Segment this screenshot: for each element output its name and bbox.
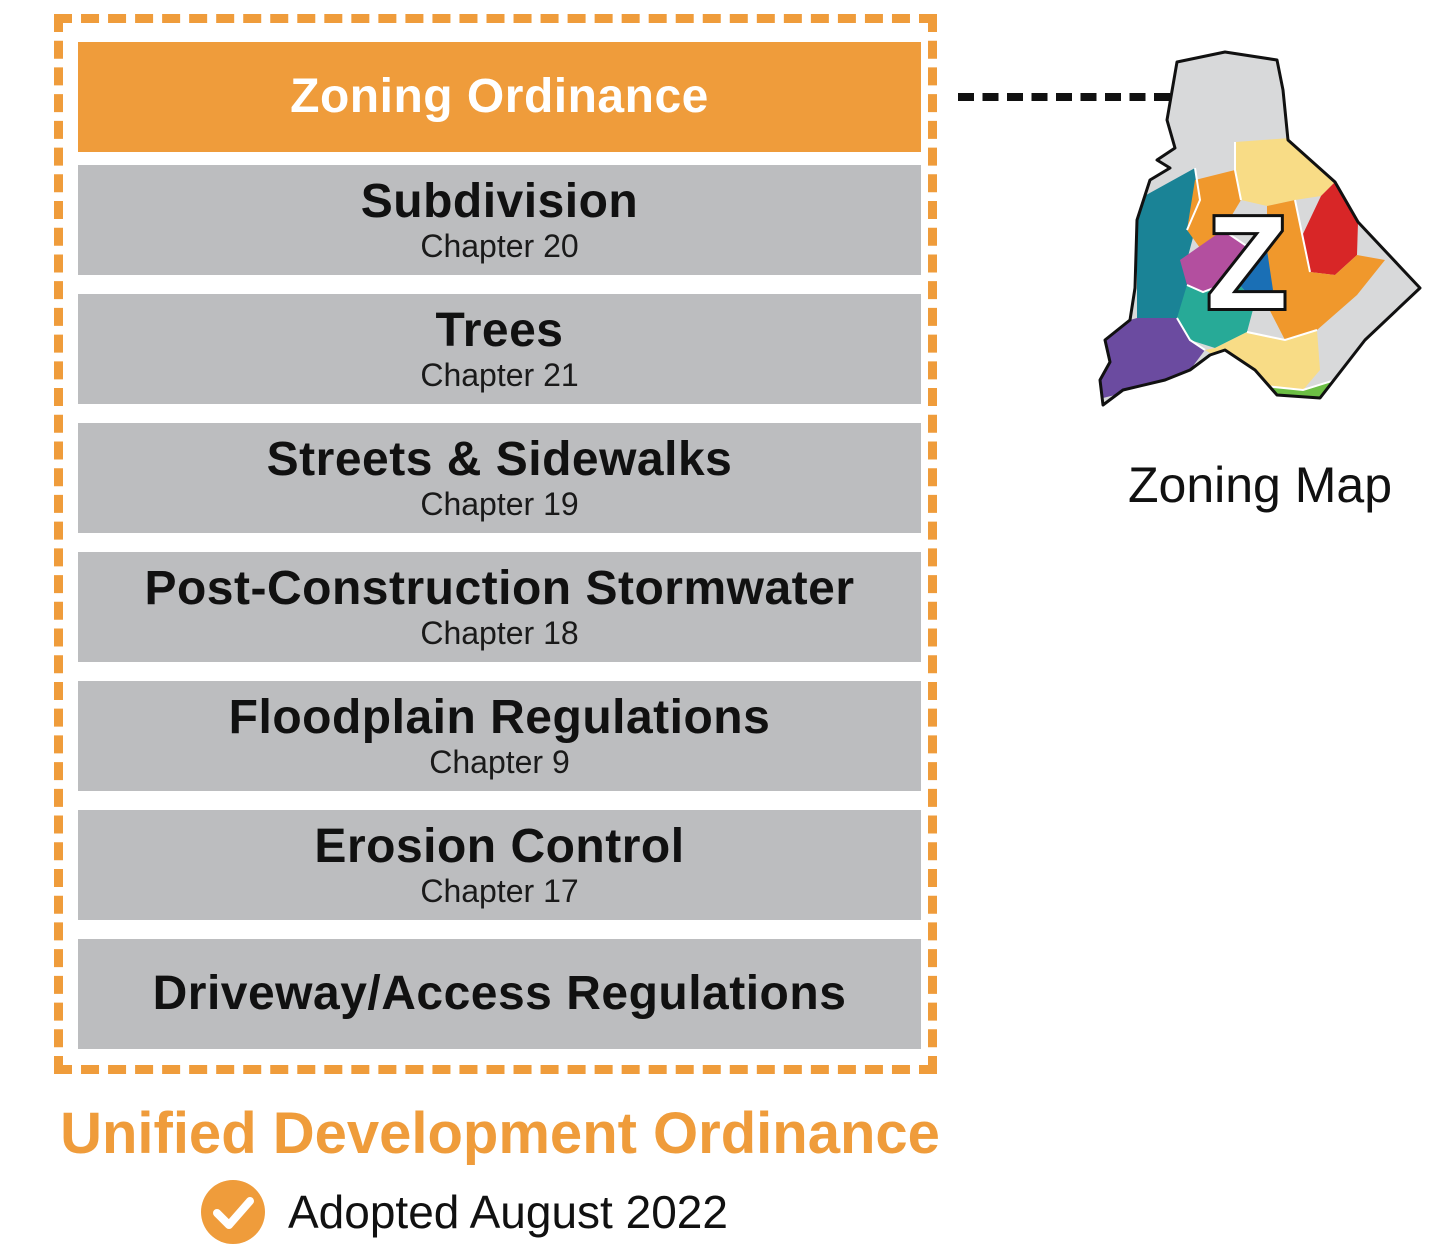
chapter-block-trees: Trees Chapter 21 [78,294,921,404]
chapter-title: Subdivision [360,175,639,228]
map-connector-line [958,93,1170,101]
chapter-title: Erosion Control [314,820,685,873]
adopted-note: Adopted August 2022 [200,1179,728,1244]
chapter-number: Chapter 17 [420,873,579,909]
chapter-title: Driveway/Access Regulations [152,967,847,1020]
chapter-block-driveway-access: Driveway/Access Regulations [78,939,921,1049]
chapter-number: Chapter 9 [429,744,570,780]
chapter-title: Streets & Sidewalks [266,433,733,486]
chapter-number: Chapter 19 [420,486,579,522]
chapter-block-floodplain: Floodplain Regulations Chapter 9 [78,681,921,791]
chapter-block-streets-sidewalks: Streets & Sidewalks Chapter 19 [78,423,921,533]
chapter-title: Trees [435,304,564,357]
zoning-ordinance-block: Zoning Ordinance [78,42,921,152]
check-circle-icon [201,1179,265,1244]
chapter-title: Post-Construction Stormwater [144,562,855,615]
map-letter: Z [1207,189,1288,336]
zoning-map-label: Zoning Map [1127,457,1393,513]
chapter-number: Chapter 18 [420,615,579,651]
chapter-number: Chapter 20 [420,228,579,264]
chapter-block-stormwater: Post-Construction Stormwater Chapter 18 [78,552,921,662]
udo-dashed-frame [54,14,937,1074]
zoning-ordinance-title: Zoning Ordinance [290,70,709,123]
chapter-block-subdivision: Subdivision Chapter 20 [78,165,921,275]
chapter-block-erosion-control: Erosion Control Chapter 17 [78,810,921,920]
udo-title: Unified Development Ordinance [60,1101,940,1166]
adopted-date-text: Adopted August 2022 [288,1185,728,1238]
chapter-number: Chapter 21 [420,357,579,393]
chapter-title: Floodplain Regulations [228,691,771,744]
zoning-map-icon: Z [1095,50,1425,445]
